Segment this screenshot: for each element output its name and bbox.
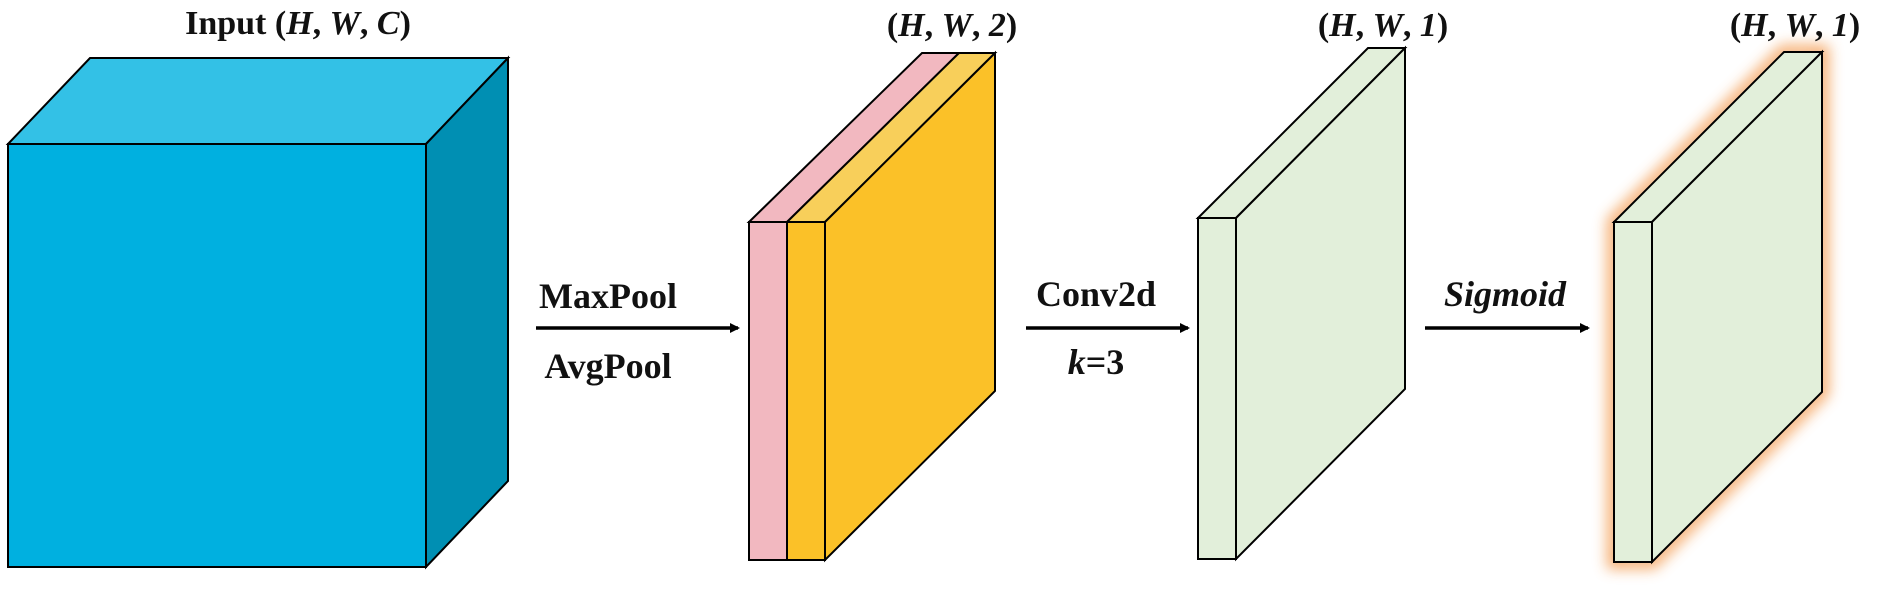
conv-shape-label: (H, W, 1) <box>1318 7 1448 44</box>
maxpool-slab-front <box>748 221 788 561</box>
avgpool-slab-front <box>786 221 826 561</box>
input-shape-label: Input (H, W, C) <box>185 5 411 42</box>
input-cube-top-face <box>5 57 511 145</box>
avgpool-label: AvgPool <box>544 346 671 386</box>
conv2d-label: Conv2d <box>1036 274 1156 314</box>
conv-map-front <box>1197 217 1237 560</box>
sigmoid-shape-label: (H, W, 1) <box>1730 7 1860 44</box>
maxpool-label: MaxPool <box>539 276 677 316</box>
sigmoid-output-map <box>1607 45 1829 569</box>
input-tensor-cube <box>5 55 511 570</box>
sigmoid-map-front <box>1613 221 1653 563</box>
input-cube-side-face <box>425 55 509 570</box>
conv-output-map <box>1195 45 1408 562</box>
input-cube-front-face <box>7 143 427 568</box>
pool-shape-label: (H, W, 2) <box>887 7 1017 44</box>
sigmoid-label: Sigmoid <box>1444 274 1567 314</box>
pooled-feature-slabs <box>746 50 998 563</box>
kernel-size-label: k=3 <box>1068 342 1125 382</box>
